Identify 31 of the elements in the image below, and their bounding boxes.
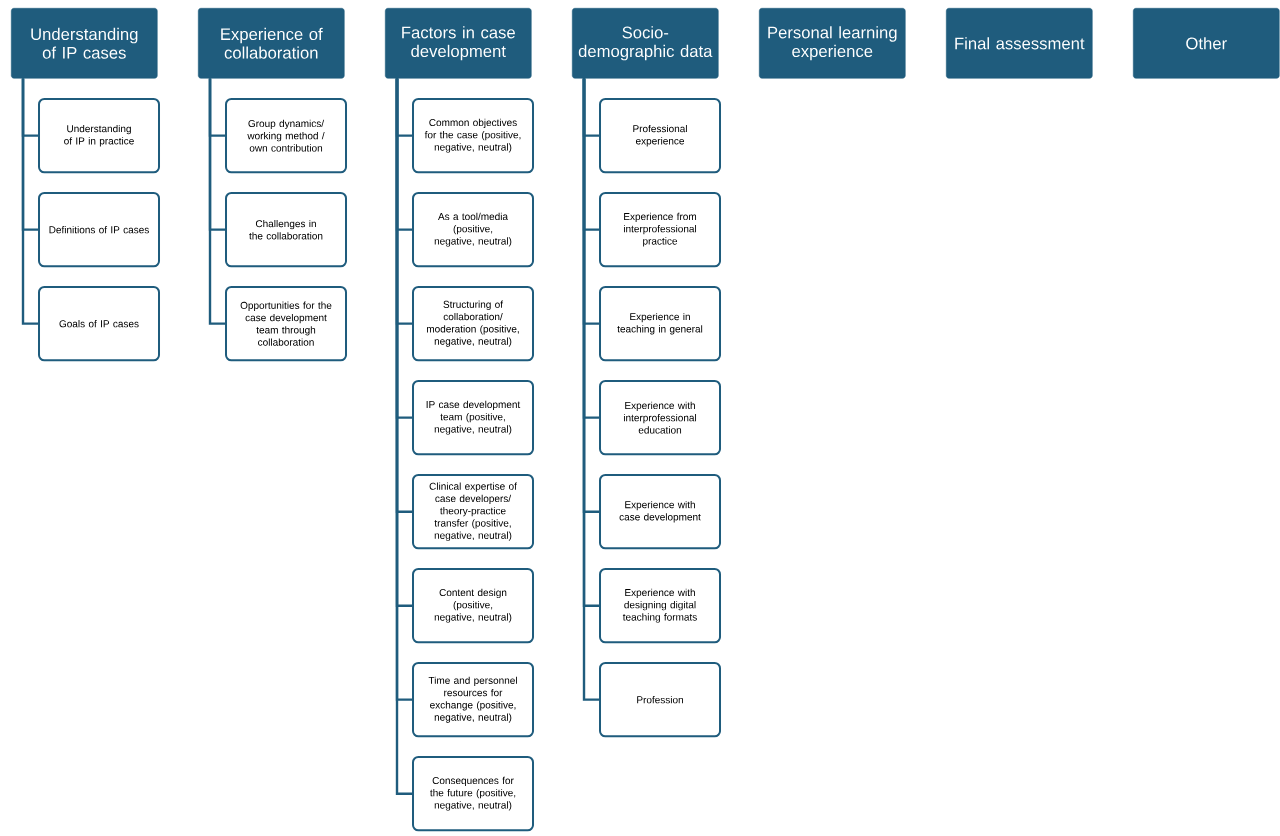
subcategory-box: Goals of IP cases	[38, 286, 160, 362]
subcategory-box: Group dynamics/ working method / own contribution	[225, 98, 347, 174]
subcategory-box: Challenges in the collaboration	[225, 192, 347, 268]
category-box: Factors in case development	[385, 8, 532, 79]
subcategory-box: Understanding of IP in practice	[38, 98, 160, 174]
subcategory-box: Opportunities for the case development team through collaboration	[225, 286, 347, 362]
subcategory-box: As a tool/media (positive, negative, neutral)	[412, 192, 534, 268]
subcategory-box: Experience with interprofessional education	[599, 380, 721, 456]
subcategory-box: Time and personnel resources for exchange (positive, negative, neutral)	[412, 662, 534, 738]
subcategory-box: Clinical expertise of case developers/ theory-practice transfer (positive, negative, neutral)	[412, 474, 534, 550]
subcategory-box: Common objectives for the case (positive, negative, neutral)	[412, 98, 534, 174]
category-box: Final assessment	[946, 8, 1093, 79]
category-box: Experience of collaboration	[198, 8, 345, 79]
connector-line	[582, 78, 599, 701]
subcategory-box: Experience from interprofessional practice	[599, 192, 721, 268]
subcategory-box: Experience with designing digital teaching formats	[599, 568, 721, 644]
subcategory-box: IP case development team (positive, negative, neutral)	[412, 380, 534, 456]
subcategory-box: Experience in teaching in general	[599, 286, 721, 362]
category-box: Socio-demographic data	[572, 8, 719, 79]
category-box: Understanding of IP cases	[11, 8, 158, 79]
category-box: Personal learning experience	[759, 8, 906, 79]
subcategory-box: Experience with case development	[599, 474, 721, 550]
subcategory-box: Profession	[599, 662, 721, 738]
subcategory-box: Consequences for the future (positive, negative, neutral)	[412, 756, 534, 832]
category-box: Other	[1133, 8, 1280, 79]
connector-line	[208, 78, 225, 325]
subcategory-box: Definitions of IP cases	[38, 192, 160, 268]
connector-line	[21, 78, 38, 325]
subcategory-box: Professional experience	[599, 98, 721, 174]
subcategory-box: Structuring of collaboration/ moderation (positive, negative, neutral)	[412, 286, 534, 362]
subcategory-box: Content design (positive, negative, neutral)	[412, 568, 534, 644]
